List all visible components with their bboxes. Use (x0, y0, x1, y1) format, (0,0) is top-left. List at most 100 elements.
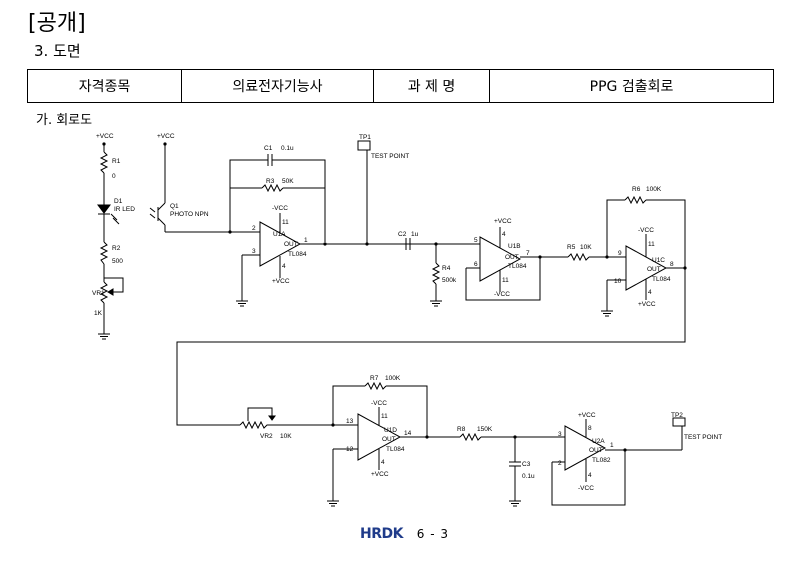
r1-value: 0 (112, 173, 116, 180)
c1-label: C1 (264, 145, 273, 152)
vcc-label-q1: +VCC (157, 133, 175, 140)
u2a-type: TL082 (592, 457, 611, 464)
c1-value: 0.1u (281, 145, 294, 152)
r3-label: R3 (266, 178, 275, 185)
r7-label: R7 (370, 375, 379, 382)
u2a-opamp-icon (564, 425, 607, 471)
u1a-vn-pin: 11 (282, 219, 289, 226)
r4-label: R4 (442, 265, 451, 272)
u2a-pin-p: 3 (558, 431, 562, 438)
u1a-vpos: +VCC (272, 278, 290, 285)
u1d-stage (326, 381, 460, 507)
u1b-pin-p: 5 (474, 237, 478, 244)
u1d-vp-pin: 4 (381, 459, 385, 466)
r8-label: R8 (457, 426, 466, 433)
u1a-pin-out: 1 (304, 237, 308, 244)
u1c-out: OUT (647, 266, 661, 273)
u1d-pin-p: 12 (346, 446, 354, 453)
page-number: 6 - 3 (416, 527, 450, 541)
task-name-value: PPG 검출회로 (489, 69, 774, 103)
u1b-out: OUT (505, 254, 519, 261)
tp2-text: TEST POINT (684, 434, 722, 441)
r7-value: 100K (385, 375, 401, 382)
task-name-label: 과 제 명 (373, 69, 490, 103)
vr2-label: VR2 (260, 433, 273, 440)
u1c-label: U1C (652, 257, 665, 264)
circuit-labels: +VCC +VCC R1 0 D1 IR LED R2 500 VR1 1K Q… (92, 133, 722, 492)
vr2-value: 10K (280, 433, 292, 440)
subsection-title: 가. 회로도 (36, 113, 93, 128)
u1b-vpos: +VCC (494, 218, 512, 225)
c2-label: C2 (398, 231, 407, 238)
tp1 (357, 140, 371, 244)
u1d-vpos: +VCC (371, 471, 389, 478)
u1a-out: OUT (284, 241, 298, 248)
u1a-label: U1A (273, 231, 286, 238)
r6-value: 100K (646, 186, 662, 193)
u1a-vp-pin: 4 (282, 263, 286, 270)
u1b-stage (399, 227, 568, 307)
u1b-label: U1B (508, 243, 521, 250)
r8-value: 150K (477, 426, 493, 433)
u1c-vneg: -VCC (638, 227, 654, 234)
c2-value: 1u (411, 231, 419, 238)
u1c-vn-pin: 11 (648, 241, 655, 248)
u2a-pin-out: 1 (610, 442, 614, 449)
c3-value: 0.1u (522, 473, 535, 480)
u2a-vneg: -VCC (578, 485, 594, 492)
vr2 (239, 407, 358, 430)
u1d-type: TL084 (386, 446, 405, 453)
u1c-pin-p: 10 (614, 278, 622, 285)
u1a-vneg: -VCC (272, 205, 288, 212)
u1d-vn-pin: 11 (381, 413, 388, 420)
u1b-pin-out: 7 (526, 250, 530, 257)
u1d-label: U1D (384, 427, 397, 434)
u1c-pin-out: 8 (670, 261, 674, 268)
u1b-vneg: -VCC (494, 291, 510, 298)
tp1-text: TEST POINT (371, 153, 409, 160)
vr1-value: 1K (94, 310, 103, 317)
junction-dots (102, 142, 687, 452)
u1b-type: TL084 (508, 263, 527, 270)
d1-label: D1 (114, 198, 123, 205)
u2a-stage (459, 417, 686, 507)
q1-label: Q1 (170, 203, 179, 210)
u1c-pin-n: 9 (618, 250, 622, 257)
vr1-label: VR1 (92, 290, 105, 297)
u1c-type: TL084 (652, 276, 671, 283)
section-title: 3. 도면 (34, 42, 81, 60)
vcc-label-led: +VCC (96, 133, 114, 140)
u2a-vn-pin: 4 (588, 472, 592, 479)
u1a-pin-n: 2 (252, 225, 256, 232)
u1c-vp-pin: 4 (648, 289, 652, 296)
r4-value: 500k (442, 277, 457, 284)
u2a-out: OUT (589, 447, 603, 454)
u1a-pin-p: 3 (252, 248, 256, 255)
r2-label: R2 (112, 245, 121, 252)
r5-label: R5 (567, 244, 576, 251)
u1d-pin-n: 13 (346, 418, 354, 425)
u2a-vpos: +VCC (578, 412, 596, 419)
r5-value: 10K (580, 244, 592, 251)
q1-value: PHOTO NPN (170, 211, 209, 218)
tp2-label: TP2 (671, 412, 683, 419)
u1a-stage (229, 154, 430, 307)
r1-label: R1 (112, 158, 121, 165)
u1d-vneg: -VCC (371, 400, 387, 407)
page-footer: HRDK 6 - 3 (360, 526, 449, 542)
r2-value: 500 (112, 258, 123, 265)
ir-led-icon (97, 204, 111, 214)
hrdk-logo: HRDK (360, 526, 403, 542)
d1-value: IR LED (114, 206, 135, 213)
u1c-stage (176, 195, 686, 426)
tp1-label: TP1 (359, 134, 371, 141)
u1b-vn-pin: 11 (502, 277, 509, 284)
phototransistor-branch (149, 144, 258, 233)
r6-label: R6 (632, 186, 641, 193)
c3-label: C3 (522, 461, 531, 468)
r3-value: 50K (282, 178, 294, 185)
u1b-pin-n: 6 (474, 261, 478, 268)
u1d-pin-out: 14 (404, 430, 412, 437)
u1d-out: OUT (382, 436, 396, 443)
